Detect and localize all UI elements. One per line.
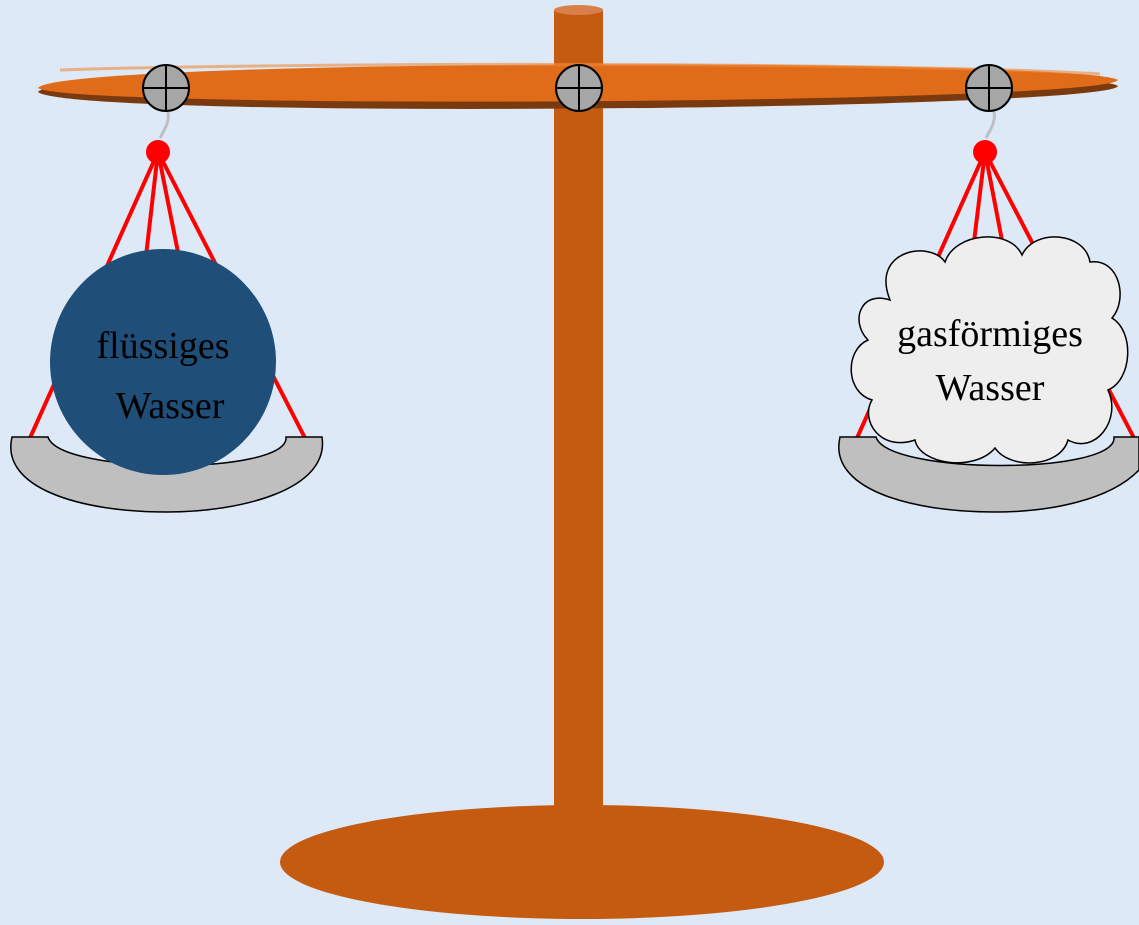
scale-post xyxy=(554,5,603,846)
pivot-center-icon xyxy=(555,64,603,112)
right-pan-label-line1: gasförmiges xyxy=(897,313,1083,355)
pivot-left-icon xyxy=(142,64,190,112)
right-pan-assembly: gasförmiges Wasser xyxy=(838,111,1139,513)
left-pan-label-line2: Wasser xyxy=(116,385,225,427)
right-hook-icon xyxy=(973,140,997,164)
left-pan-assembly: flüssiges Wasser xyxy=(10,111,324,513)
left-pan-label-line1: flüssiges xyxy=(97,325,230,367)
gas-cloud-icon xyxy=(850,236,1129,464)
scale-base xyxy=(280,805,884,919)
pivot-right-icon xyxy=(965,64,1013,112)
left-hook-icon xyxy=(146,140,170,164)
right-pan xyxy=(838,436,1139,513)
right-pan-label-line2: Wasser xyxy=(936,367,1045,409)
liquid-water-weight-icon xyxy=(50,249,276,475)
